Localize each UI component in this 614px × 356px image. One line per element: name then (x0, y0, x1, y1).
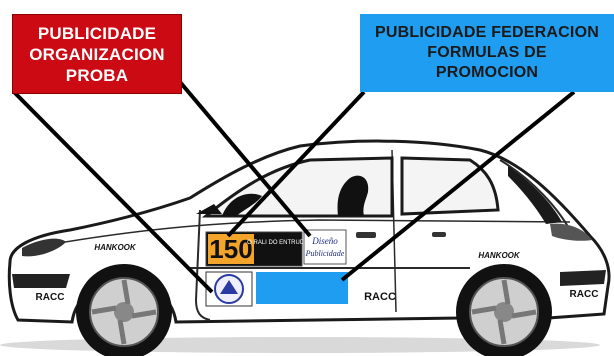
race-number: 150 (209, 234, 252, 264)
svg-text:HANKOOK: HANKOOK (478, 251, 521, 260)
callout-federacion-line-2: FORMULAS DE (427, 44, 547, 61)
callout-federacion-line-3: PROMOCION (435, 64, 539, 81)
rear-bumper (560, 270, 606, 286)
headlight (22, 238, 66, 257)
hankook-front-decal: HANKOOK (86, 242, 144, 252)
svg-text:HANKOOK: HANKOOK (94, 243, 137, 252)
racc-front-decal: RACC (36, 292, 65, 303)
svg-text:RACC: RACC (570, 289, 599, 300)
callout-organizacion-line-1: PUBLICIDADE (37, 23, 157, 43)
steering-wheel (222, 193, 262, 216)
front-door-handle (356, 232, 376, 238)
body-crease (29, 219, 571, 249)
front-bumper (12, 274, 70, 288)
leader-line-organizacion-2 (178, 80, 312, 238)
front-wheel (76, 264, 172, 356)
race-number-bg (208, 234, 254, 264)
number-strip-text: O RALI DO ENTRUDO (247, 240, 309, 246)
rear-door-handle (432, 232, 446, 237)
leader-line-federacion-2 (340, 90, 576, 282)
sponsor-panel (303, 229, 347, 265)
driver-silhouette (337, 175, 369, 216)
racc-door-decal: RACC (364, 291, 396, 303)
callout-federacion-line-1: PUBLICIDADE FEDERACION (375, 24, 599, 41)
callout-organizacion-line-2: ORGANIZACION (29, 44, 165, 64)
taillight (550, 223, 592, 241)
svg-text:RACC: RACC (364, 291, 396, 303)
callout-organizacion-line-3: PROBA (65, 65, 129, 85)
svg-text:RACC: RACC (36, 292, 65, 303)
side-mirror (196, 204, 222, 214)
sponsor-line-2: Publicidade (305, 249, 345, 258)
racc-rear-decal: RACC (570, 289, 599, 300)
leader-line-federacion-1 (226, 90, 366, 238)
leader-line-organizacion-1 (12, 90, 214, 294)
rear-wheel (456, 264, 552, 356)
federation-ad-area (256, 272, 348, 304)
callout-publicidade-organizacion: PUBLICIDADE ORGANIZACION PROBA (12, 14, 182, 94)
rear-windshield (508, 166, 562, 224)
hankook-rear-decal: HANKOOK (470, 250, 528, 260)
sponsor-line-1: Diseño (311, 236, 338, 246)
callout-publicidade-federacion: PUBLICIDADE FEDERACION FORMULAS DE PROMO… (360, 14, 614, 92)
door-line-front (194, 209, 211, 321)
organizer-logo-mark (220, 280, 238, 294)
